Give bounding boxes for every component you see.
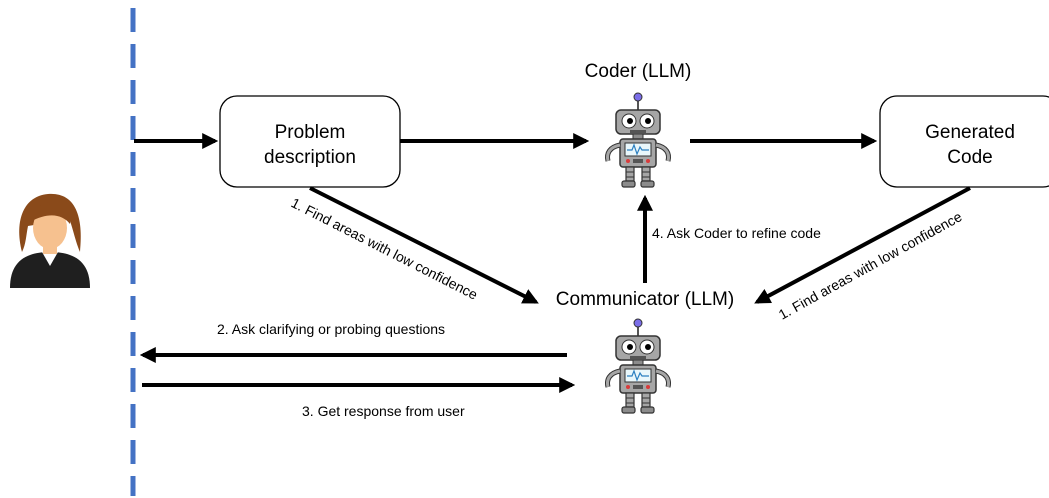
generated-code-label-line1: Generated (925, 122, 1015, 143)
communicator-robot-icon (608, 319, 669, 413)
ask-refine-label: 4. Ask Coder to refine code (652, 225, 821, 241)
generated-code-label-line2: Code (947, 147, 992, 168)
arrow-problem-to-communicator (309, 186, 539, 304)
user-avatar-icon (10, 193, 90, 288)
problem-description-label-line1: Problem (275, 122, 346, 143)
get-response-label: 3. Get response from user (302, 403, 465, 419)
arrow-code-to-communicator (754, 186, 971, 304)
generated-code-box (879, 95, 1049, 188)
ask-questions-label: 2. Ask clarifying or probing questions (217, 321, 445, 337)
find-areas-problem-label: 1. Find areas with low confidence (289, 194, 481, 302)
coder-label: Coder (LLM) (585, 61, 692, 82)
problem-description-label-line2: description (264, 147, 356, 168)
communicator-label: Communicator (LLM) (556, 289, 734, 310)
coder-robot-icon (608, 93, 669, 187)
